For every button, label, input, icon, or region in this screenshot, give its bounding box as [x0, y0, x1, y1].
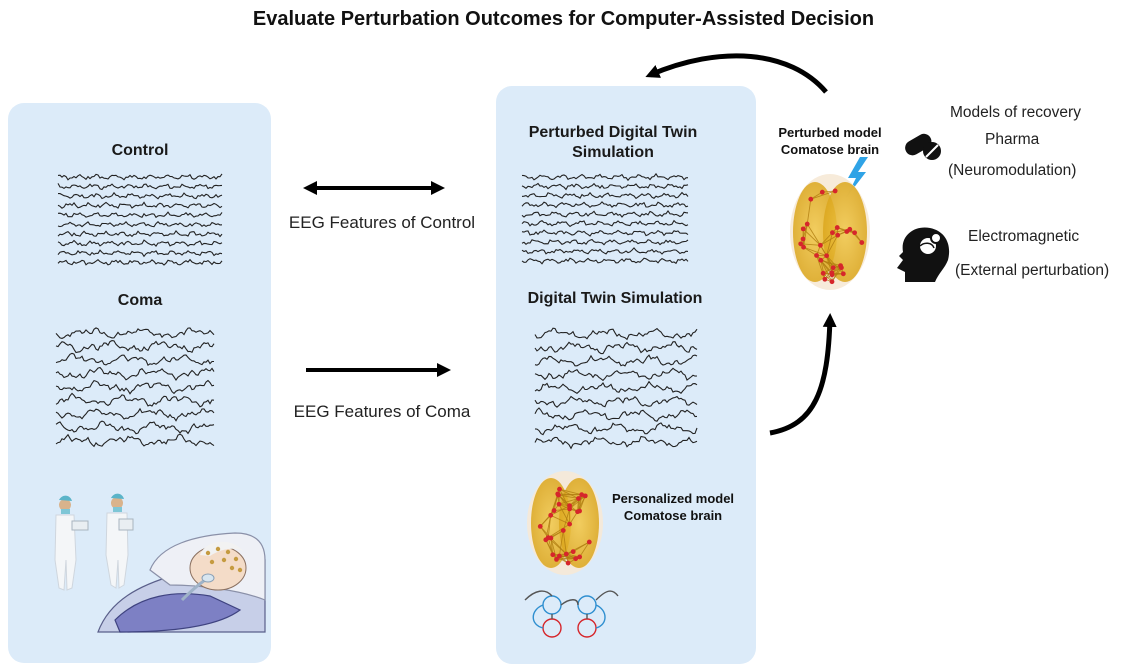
- perturbed-brain-network-icon: [790, 174, 870, 290]
- eeg-trace-line: [522, 202, 688, 208]
- network-node: [805, 222, 810, 227]
- eeg-trace-line: [56, 341, 214, 353]
- eeg-trace-line: [58, 202, 222, 208]
- eeg-trace-line: [535, 423, 697, 435]
- eeg-trace-line: [535, 368, 697, 380]
- eeg-trace-line: [56, 368, 214, 381]
- network-node: [564, 552, 569, 557]
- network-node: [567, 522, 572, 527]
- eeg-trace-line: [522, 221, 688, 227]
- network-node: [579, 492, 584, 497]
- eeg-trace-line: [535, 397, 697, 408]
- network-node: [822, 277, 827, 282]
- network-node: [552, 508, 557, 513]
- eeg-trace-line: [535, 328, 697, 339]
- network-node: [538, 524, 543, 529]
- eeg-trace-line: [535, 408, 697, 421]
- network-node: [548, 513, 553, 518]
- network-node: [801, 237, 806, 242]
- pill-icon: [902, 131, 941, 160]
- eeg-trace-line: [56, 328, 214, 339]
- eeg-trace-line: [522, 240, 688, 245]
- network-node: [557, 554, 562, 559]
- network-node: [821, 271, 826, 276]
- doctor-figure: [55, 496, 88, 590]
- eeg-trace-line: [522, 193, 688, 199]
- network-node: [571, 549, 576, 554]
- doctor-figure-2: [106, 494, 133, 588]
- eeg-trace-line: [58, 212, 222, 217]
- eeg-control-traces: [58, 174, 222, 265]
- network-node: [835, 225, 840, 230]
- eeg-trace-line: [535, 342, 697, 354]
- eeg-trace-line: [56, 381, 214, 394]
- eeg-trace-line: [522, 230, 688, 236]
- network-node: [859, 240, 864, 245]
- network-node: [587, 540, 592, 545]
- eeg-trace-line: [56, 409, 214, 421]
- eeg-trace-line: [58, 222, 222, 227]
- network-node: [820, 190, 825, 195]
- eeg-trace-line: [535, 437, 697, 449]
- network-node: [833, 189, 838, 194]
- eeg-trace-line: [58, 183, 222, 189]
- curved-arrow-top: [650, 56, 826, 92]
- eeg-trace-line: [522, 258, 688, 264]
- network-node: [543, 537, 548, 542]
- eeg-perturbed-traces: [522, 174, 688, 264]
- eeg-trace-line: [58, 260, 222, 265]
- network-node: [829, 270, 834, 275]
- eeg-twin-traces: [535, 328, 697, 448]
- eeg-trace-line: [535, 382, 697, 394]
- network-node: [818, 243, 823, 248]
- eeg-trace-line: [56, 353, 214, 365]
- network-node: [847, 227, 852, 232]
- eeg-trace-line: [522, 248, 688, 254]
- eeg-trace-line: [58, 174, 222, 180]
- network-node: [835, 233, 840, 238]
- eeg-trace-line: [535, 355, 697, 366]
- network-node: [576, 496, 581, 501]
- network-node: [561, 528, 566, 533]
- network-node: [824, 253, 829, 258]
- eeg-trace-line: [58, 193, 222, 199]
- network-node: [808, 197, 813, 202]
- eeg-trace-line: [58, 240, 222, 246]
- eeg-coma-traces: [56, 328, 214, 447]
- network-node: [567, 506, 572, 511]
- network-node: [556, 493, 561, 498]
- network-node: [814, 253, 819, 258]
- network-node: [841, 271, 846, 276]
- network-node: [557, 487, 562, 492]
- eeg-trace-line: [522, 211, 688, 217]
- network-node: [798, 241, 803, 246]
- network-node: [550, 552, 555, 557]
- eeg-trace-line: [56, 393, 214, 406]
- circuit-diagram-icon: [525, 591, 618, 637]
- network-node: [575, 509, 580, 514]
- head-brain-icon: [897, 227, 949, 282]
- network-node: [852, 230, 857, 235]
- eeg-trace-line: [58, 250, 222, 256]
- network-node: [818, 258, 823, 263]
- network-node: [830, 230, 835, 235]
- network-node: [830, 279, 835, 284]
- eeg-trace-line: [522, 174, 688, 180]
- eeg-trace-line: [58, 231, 222, 237]
- network-node: [831, 265, 836, 270]
- eeg-trace-line: [522, 184, 688, 190]
- eeg-trace-line: [56, 421, 214, 434]
- personalized-brain-network-icon: [527, 471, 603, 575]
- network-node: [577, 555, 582, 560]
- eeg-trace-line: [56, 434, 214, 446]
- network-node: [557, 502, 562, 507]
- network-node: [566, 561, 571, 566]
- curved-arrow-bottom: [770, 318, 830, 433]
- network-node: [838, 263, 843, 268]
- network-node: [801, 226, 806, 231]
